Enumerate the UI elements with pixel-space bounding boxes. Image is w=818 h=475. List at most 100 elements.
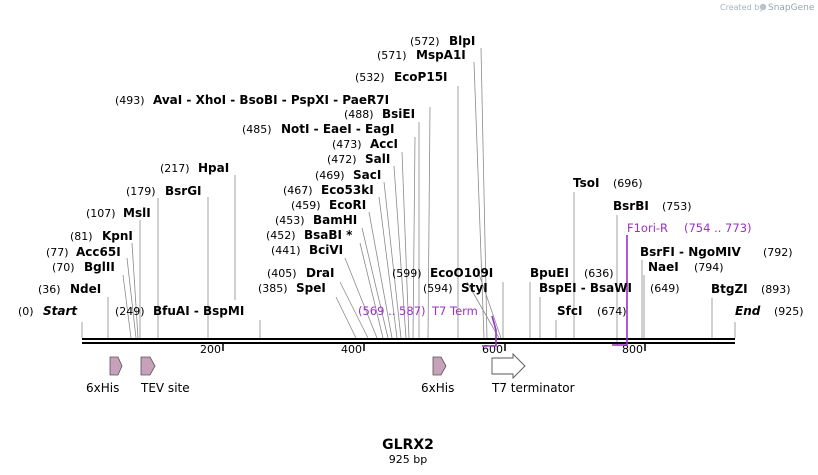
site-spei[interactable]: (385) SpeI xyxy=(258,281,326,295)
site-name: DraI xyxy=(306,266,334,280)
site-name: SacI xyxy=(353,168,381,182)
feature-arrow-icon xyxy=(491,352,526,380)
site-name: EcoO109I xyxy=(430,266,493,280)
site-tsoi[interactable]: TsoI (696) xyxy=(573,176,643,190)
site-position: (696) xyxy=(613,177,643,190)
site-ndei[interactable]: (36) NdeI xyxy=(38,282,101,296)
restriction-site-labels: (0) Start (36) NdeI (70) BglII (77) Acc6… xyxy=(18,34,804,318)
credit-brand: SnapGene xyxy=(768,3,815,13)
site-name: AvaI - XhoI - BsoBI - PspXI - PaeR7I xyxy=(153,93,389,107)
feature-label: T7 terminator xyxy=(491,381,575,395)
feature-tev-site[interactable]: TEV site xyxy=(140,356,190,395)
site-name: BfuAI - BspMI xyxy=(153,304,244,318)
site-kpni[interactable]: (81) KpnI xyxy=(70,229,133,243)
leader-lines xyxy=(81,47,736,345)
site-blpi[interactable]: (572) BlpI xyxy=(410,34,475,48)
site-name: BglII xyxy=(84,260,115,274)
site-mspa1i[interactable]: (571) MspA1I xyxy=(377,48,466,62)
site-eco53ki[interactable]: (467) Eco53kI xyxy=(283,183,374,197)
site-start[interactable]: (0) Start xyxy=(18,304,78,318)
primer-arrow-icon xyxy=(612,235,628,346)
site-bsabi[interactable]: (452) BsaBI * xyxy=(266,228,353,242)
feature-t7-terminator[interactable]: T7 terminator xyxy=(491,352,575,395)
site-msli[interactable]: (107) MslI xyxy=(86,206,151,220)
site-position: (77) xyxy=(46,246,69,259)
site-position: (794) xyxy=(694,261,724,274)
site-name: BtgZI xyxy=(711,282,748,296)
site-name: MslI xyxy=(123,206,151,220)
site-ecop15i[interactable]: (532) EcoP15I xyxy=(355,70,448,84)
site-name: EcoRI xyxy=(329,198,366,212)
feature-label: 6xHis xyxy=(86,381,119,395)
site-name: TsoI xyxy=(573,176,599,190)
site-position: (81) xyxy=(70,230,93,243)
site-position: (493) xyxy=(115,94,145,107)
site-bamhi[interactable]: (453) BamHI xyxy=(275,213,357,227)
site-position: (925) xyxy=(774,305,804,318)
site-bfuai-bspmi[interactable]: (249) BfuAI - BspMI xyxy=(115,304,244,318)
feature-6xhis-2[interactable]: 6xHis xyxy=(421,356,454,395)
site-sali[interactable]: (472) SalI xyxy=(327,152,390,166)
site-name: BspEI - BsaWI xyxy=(539,281,632,295)
site-position: (571) xyxy=(377,49,407,62)
site-bsrfi-ngomiv[interactable]: BsrFI - NgoMIV (792) xyxy=(640,245,793,259)
site-bsiei[interactable]: (488) BsiEI xyxy=(344,107,415,121)
site-bsrgi[interactable]: (179) BsrGI xyxy=(126,184,202,198)
site-bspei-bsawi[interactable]: BspEI - BsaWI (649) xyxy=(539,281,680,295)
site-noti-eaei-eagi[interactable]: (485) NotI - EaeI - EagI xyxy=(242,122,394,136)
credit-prefix: Created by xyxy=(720,3,764,12)
site-position: (0) xyxy=(18,305,34,318)
feature-arrow-icon xyxy=(432,356,447,376)
site-position: (452) xyxy=(266,229,296,242)
site-position: (441) xyxy=(271,244,301,257)
site-hpai[interactable]: (217) HpaI xyxy=(160,161,229,175)
map-title: GLRX2 xyxy=(382,437,434,453)
site-position: (217) xyxy=(160,162,190,175)
site-sfci[interactable]: SfcI (674) xyxy=(557,304,627,318)
site-name: Acc65I xyxy=(76,245,121,259)
site-bglii[interactable]: (70) BglII xyxy=(52,260,115,274)
feature-6xhis-1[interactable]: 6xHis xyxy=(86,356,123,395)
site-bsrbi[interactable]: BsrBI (753) xyxy=(613,199,692,213)
site-name: End xyxy=(735,304,761,318)
site-name: BpuEI xyxy=(530,266,569,280)
site-btgzi[interactable]: BtgZI (893) xyxy=(711,282,791,296)
site-avai-xhoi[interactable]: (493) AvaI - XhoI - BsoBI - PspXI - PaeR… xyxy=(115,93,389,107)
site-naei[interactable]: NaeI (794) xyxy=(648,260,724,274)
site-acc65i[interactable]: (77) Acc65I xyxy=(46,245,121,259)
tick-label: 200 xyxy=(200,343,221,356)
scale-ticks: 200 400 600 800 xyxy=(200,343,646,356)
site-position: (385) xyxy=(258,282,288,295)
primer-name: F1ori-R xyxy=(627,221,668,235)
site-styi[interactable]: (594) StyI xyxy=(423,281,488,295)
site-position: (469) xyxy=(315,169,345,182)
site-ecori[interactable]: (459) EcoRI xyxy=(291,198,366,212)
site-name: BsrBI xyxy=(613,199,649,213)
site-position: (179) xyxy=(126,185,156,198)
site-name: NotI - EaeI - EagI xyxy=(281,122,394,136)
site-drai[interactable]: (405) DraI xyxy=(267,266,334,280)
site-name: MspA1I xyxy=(416,48,466,62)
tick-label: 600 xyxy=(482,343,503,356)
primer-arrow-icon xyxy=(482,315,497,347)
site-position: (467) xyxy=(283,184,313,197)
primer-f1ori-r[interactable]: F1ori-R (754 .. 773) xyxy=(612,221,752,346)
site-acci[interactable]: (473) AccI xyxy=(332,137,398,151)
map-subtitle: 925 bp xyxy=(389,453,427,466)
site-saci[interactable]: (469) SacI xyxy=(315,168,381,182)
site-name: BciVI xyxy=(309,243,343,257)
primer-range: (569 .. 587) xyxy=(358,304,426,318)
site-position: (893) xyxy=(761,283,791,296)
site-position: (572) xyxy=(410,35,440,48)
site-name: NaeI xyxy=(648,260,679,274)
site-bpuei[interactable]: BpuEI (636) xyxy=(530,266,614,280)
primer-t7-term[interactable]: (569 .. 587) T7 Term xyxy=(358,304,497,347)
feature-label: TEV site xyxy=(140,381,190,395)
site-ecoo109i[interactable]: (599) EcoO109I xyxy=(392,266,493,280)
site-name: SalI xyxy=(365,152,390,166)
site-bcivi[interactable]: (441) BciVI xyxy=(271,243,343,257)
site-end[interactable]: End (925) xyxy=(735,304,804,318)
tick-label: 400 xyxy=(341,343,362,356)
feature-arrow-icon xyxy=(140,356,156,376)
site-name: Start xyxy=(43,304,78,318)
